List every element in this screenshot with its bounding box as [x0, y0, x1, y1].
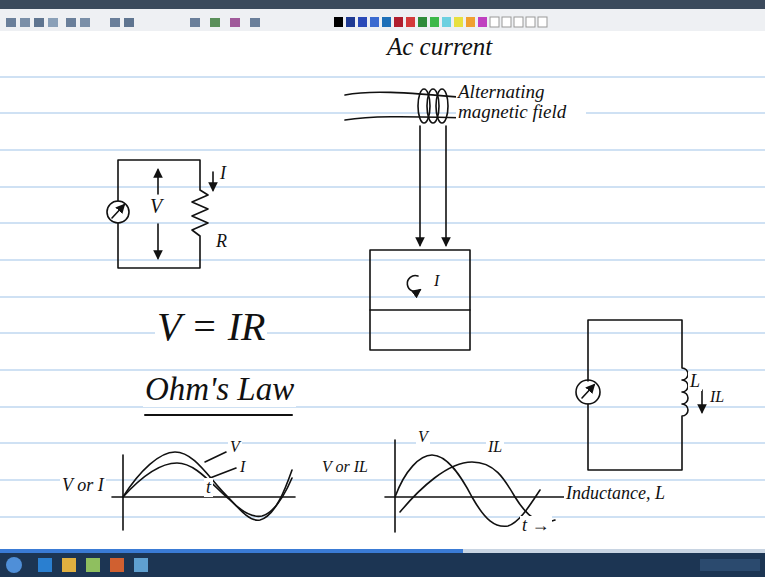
label-holder: V: [148, 196, 164, 217]
label-holder: IL: [486, 438, 504, 456]
label-holder: t: [204, 478, 213, 497]
label-holder: Alternating magnetic field: [456, 82, 586, 122]
wire: [345, 117, 470, 120]
label-holder: R: [214, 232, 229, 251]
label-holder: Ac current: [385, 34, 494, 60]
coil-loop: [436, 89, 448, 123]
handwritten-label: IL: [486, 439, 504, 456]
handwritten-label: t: [204, 478, 213, 497]
label-holder: Ohm's Law: [143, 372, 296, 407]
source-arrow: [112, 205, 124, 218]
handwritten-label: L: [688, 372, 702, 391]
handwritten-label: t →: [520, 516, 552, 535]
handwritten-label: V = IR: [155, 306, 267, 348]
label-holder: I: [218, 164, 228, 183]
handwritten-label: Alternating magnetic field: [456, 82, 586, 122]
conductor-plate: [370, 250, 470, 350]
title-bar: [0, 0, 765, 9]
source-symbol: [576, 380, 600, 404]
axis: [394, 440, 396, 532]
current-curve: [123, 463, 292, 516]
current-arrow: [212, 172, 214, 190]
taskbar-icons: [6, 557, 760, 573]
voltage-arrow: [157, 224, 159, 258]
source-symbol: [107, 201, 129, 223]
voltage-curve: [395, 455, 540, 526]
resistor-circuit: [118, 160, 208, 268]
source-arrow: [582, 385, 594, 398]
handwritten-label: Ac current: [385, 34, 494, 60]
toolbar-icons: [6, 17, 547, 27]
voltage-arrow: [157, 170, 159, 194]
current-curve: [400, 462, 555, 522]
eddy-current-loop: [407, 276, 420, 292]
toolbar: [0, 9, 765, 31]
progress-track: [0, 549, 765, 553]
label-holder: L: [688, 372, 702, 391]
underline: [145, 414, 292, 416]
handwritten-label: V: [148, 196, 164, 217]
voltage-curve: [123, 452, 292, 520]
handwritten-label: V or IL: [320, 459, 370, 476]
wire: [345, 92, 470, 98]
label-holder: I: [432, 272, 441, 290]
handwritten-label: Inductance, L: [564, 484, 667, 503]
field-arrow: [419, 126, 421, 245]
label-holder: I: [238, 458, 247, 476]
taskbar: [0, 553, 765, 577]
label-holder: V: [228, 438, 242, 456]
inductor-circuit: [588, 320, 688, 470]
progress-bar: [0, 549, 463, 553]
label-holder: Inductance, L: [564, 484, 667, 503]
label-holder: V = IR: [155, 306, 267, 348]
handwritten-label: V: [416, 429, 430, 446]
handwritten-label: I: [218, 164, 228, 183]
handwritten-label: Ohm's Law: [143, 372, 296, 407]
plate-line: [370, 309, 470, 311]
handwritten-label: V or I: [60, 476, 106, 495]
label-holder: V or I: [60, 476, 106, 495]
label-holder: V or IL: [320, 458, 370, 476]
handwritten-label: I: [432, 273, 441, 290]
label-holder: V: [416, 428, 430, 446]
leader-line: [205, 452, 226, 462]
handwritten-label: R: [214, 232, 229, 251]
current-arrow: [701, 390, 703, 412]
axis: [122, 455, 124, 530]
handwritten-label: I: [238, 459, 247, 476]
handwritten-label: V: [228, 439, 242, 456]
ruled-lines: [0, 77, 765, 517]
label-holder: t →: [520, 516, 552, 535]
leader-line: [210, 468, 236, 478]
label-holder: IL: [708, 388, 726, 406]
field-arrow: [445, 126, 447, 245]
handwritten-label: IL: [708, 389, 726, 406]
